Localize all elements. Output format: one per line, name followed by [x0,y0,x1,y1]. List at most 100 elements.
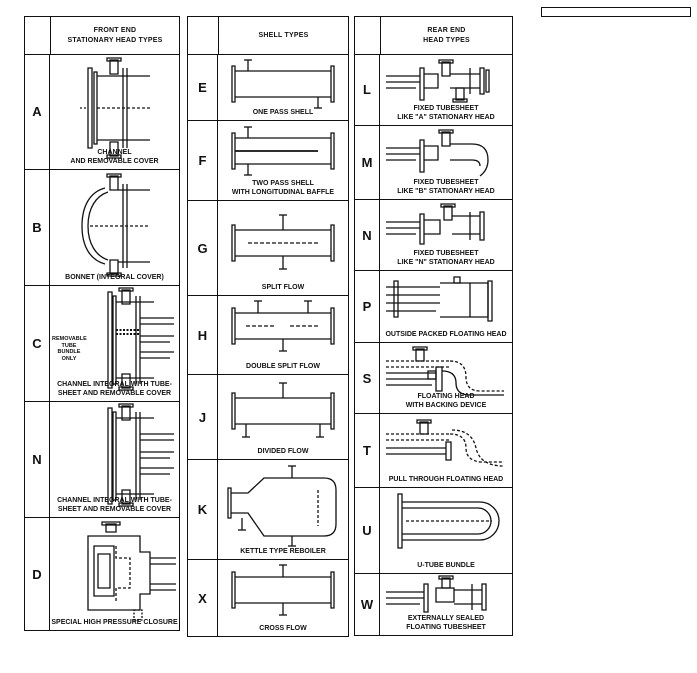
shell-types-column: SHELL TYPES E ONE PASS SHELL F [187,16,349,637]
header-box [541,7,691,17]
rear-row-l: L FIXED TUBESHEET LIKE "A" STATIONARY HE… [355,54,512,126]
caption-line1: SPECIAL HIGH PRESSURE CLOSURE [51,618,178,626]
caption-line1: PULL THROUGH FLOATING HEAD [388,475,504,483]
caption-line2: LIKE "B" STATIONARY HEAD [397,187,495,195]
caption-line1: DIVIDED FLOW [257,447,309,455]
front-end-header: FRONT END STATIONARY HEAD TYPES [25,17,179,55]
rear-row-u: U U-TUBE BUNDLE [355,488,512,574]
type-letter: W [355,574,380,635]
note-line2: TUBE [61,342,77,349]
type-letter: X [188,560,218,636]
fixed-tubesheet-n-drawing [380,200,512,271]
pull-through-floating-head-drawing [380,414,512,488]
rear-row-p: P OUTSIDE PACKED FLOATING HEAD [355,271,512,343]
type-letter: D [25,518,50,630]
front-row-a: A CHANNEL [25,54,179,170]
cross-flow-drawing [218,560,348,636]
type-letter: K [188,460,218,559]
floating-head-backing-device-drawing [380,343,512,414]
caption-line1: FIXED TUBESHEET [413,250,479,257]
two-pass-shell-drawing [218,121,348,201]
caption-line1: U-TUBE BUNDLE [417,561,475,569]
shell-types-header: SHELL TYPES [188,17,348,55]
caption-line1: SPLIT FLOW [261,283,305,291]
type-letter: U [355,488,380,573]
shell-row-g: G SPLIT FLOW [188,201,348,296]
caption-line2: SHEET AND REMOVABLE COVER [57,505,172,513]
fixed-tubesheet-b-drawing [380,126,512,200]
shell-row-e: E ONE PASS SHELL [188,54,348,121]
caption-line1: CHANNEL [97,149,132,156]
shell-row-h: H DOUBLE SPLIT FLOW [188,296,348,375]
rear-row-m: M FIXED TUBESHEET LIKE "B" STATIONARY HE… [355,126,512,200]
caption-line1: OUTSIDE PACKED FLOATING HEAD [385,330,507,338]
rear-row-t: T PULL THROUGH FLOATING HEAD [355,414,512,488]
caption-line2: WITH BACKING DEVICE [405,401,487,409]
rear-end-header: REAR END HEAD TYPES [355,17,512,55]
type-letter: J [188,375,218,459]
type-letter: T [355,414,380,487]
type-letter: B [25,170,50,285]
rear-row-n: N FIXED TUBESHEET LIKE "N" STATIONARY HE… [355,200,512,271]
type-letter: N [355,200,380,270]
type-letter: A [25,54,50,169]
shell-row-f: F TWO PASS SHELL WITH LONGITUDINAL BAFFL… [188,121,348,201]
caption-line2: AND REMOVABLE COVER [70,157,159,165]
caption-line1: CHANNEL INTEGRAL WITH TUBE- [57,381,172,388]
rear-end-title-line2: HEAD TYPES [423,36,470,44]
caption-line1: TWO PASS SHELL [252,180,314,187]
front-end-column: FRONT END STATIONARY HEAD TYPES A [24,16,180,631]
shell-row-k: K KETTLE TYPE REBOILER [188,460,348,560]
one-pass-shell-drawing [218,54,348,121]
u-tube-bundle-drawing [380,488,512,574]
shell-row-x: X CROSS FLOW [188,560,348,636]
type-letter: C [25,286,50,401]
channel-integral-tubesheet-drawing-n [50,402,179,518]
caption-line2: FLOATING TUBESHEET [406,623,486,631]
shell-types-title: SHELL TYPES [258,31,309,39]
type-letter: M [355,126,380,199]
channel-integral-tubesheet-drawing-c [50,286,179,402]
high-pressure-closure-drawing [50,518,179,630]
front-end-title-line2: STATIONARY HEAD TYPES [67,36,163,44]
front-row-b: B BONNET (INTEGRAL COVER) [25,170,179,286]
front-row-d: D SPECIAL HIGH PRESSURE CLO [25,518,179,630]
caption-line2: WITH LONGITUDINAL BAFFLE [231,188,335,196]
caption-line1: BONNET (INTEGRAL COVER) [65,273,164,281]
note-line1: REMOVABLE [52,336,87,342]
caption-line1: KETTLE TYPE REBOILER [240,547,326,555]
note-line4: ONLY [61,355,77,362]
caption-line1: FIXED TUBESHEET [413,179,479,186]
type-letter: F [188,121,218,200]
front-row-c: C REM [25,286,179,402]
kettle-reboiler-drawing [218,460,348,560]
rear-row-s: S FLOATING HEAD WITH BACKING DEVICE [355,343,512,414]
front-end-title-line1: FRONT END [93,26,137,34]
shell-row-j: J DIVIDED FLOW [188,375,348,460]
type-letter: L [355,54,380,125]
caption-line1: ONE PASS SHELL [252,108,314,116]
divided-flow-drawing [218,375,348,460]
double-split-flow-drawing [218,296,348,375]
outside-packed-floating-head-drawing [380,271,512,343]
caption-line1: CHANNEL INTEGRAL WITH TUBE- [57,497,172,504]
type-letter: E [188,54,218,120]
split-flow-drawing [218,201,348,296]
caption-line1: DOUBLE SPLIT FLOW [246,362,320,370]
caption-line2: LIKE "N" STATIONARY HEAD [397,258,495,266]
type-letter: H [188,296,218,374]
caption-line2: SHEET AND REMOVABLE COVER [57,389,172,397]
rear-row-w: W EXTERNALLY SEALED FLOATING TUBESHEET [355,574,512,635]
rear-end-title-line1: REAR END [427,26,466,34]
caption-line2: LIKE "A" STATIONARY HEAD [397,113,495,121]
caption-line1: FIXED TUBESHEET [413,105,479,112]
type-letter: N [25,402,50,517]
bonnet-drawing [50,170,179,286]
externally-sealed-floating-tubesheet-drawing [380,574,512,635]
fixed-tubesheet-a-drawing [380,54,512,126]
rear-end-column: REAR END HEAD TYPES L FI [354,16,513,636]
channel-removable-cover-drawing [50,54,179,170]
caption-line1: FLOATING HEAD [417,393,475,400]
caption-line1: CROSS FLOW [259,624,307,632]
type-letter: P [355,271,380,342]
